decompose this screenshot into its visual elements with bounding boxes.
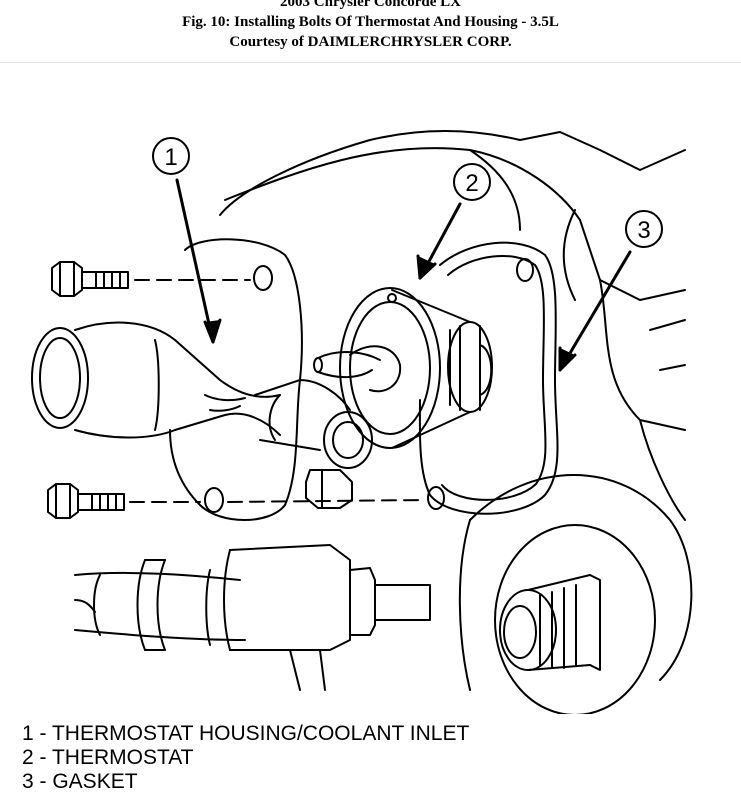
callout-1-number: 1	[164, 144, 177, 171]
callout-2-number: 2	[465, 170, 478, 197]
hose-connector	[74, 544, 431, 691]
gasket	[418, 241, 559, 515]
callout-arrow-3	[558, 250, 632, 372]
thermostat-housing	[31, 238, 373, 521]
courtesy-line: Courtesy of DAIMLERCHRYSLER CORP.	[229, 34, 512, 50]
callout-3: 3	[625, 210, 663, 248]
upper-bolt	[51, 261, 251, 297]
legend-item-3: 3 - GASKET	[22, 770, 138, 793]
callout-1: 1	[152, 137, 190, 175]
lower-bolt	[47, 483, 426, 519]
callout-arrow-2	[416, 202, 462, 280]
legend-item-1: 1 - THERMOSTAT HOUSING/COOLANT INLET	[22, 722, 470, 745]
callout-2: 2	[453, 163, 491, 201]
stud-nut	[305, 469, 353, 509]
parts-legend: 1 - THERMOSTAT HOUSING/COOLANT INLET 2 -…	[22, 722, 469, 794]
callout-3-number: 3	[637, 217, 650, 244]
document-header: 2003 Chrysler Concorde LX Fig. 10: Insta…	[0, 0, 741, 52]
callout-arrow-1	[175, 178, 222, 344]
pulley	[458, 474, 693, 714]
legend-item-2: 2 - THERMOSTAT	[22, 746, 194, 769]
engine-block	[219, 130, 686, 521]
figure-title: Fig. 10: Installing Bolts Of Thermostat …	[182, 14, 559, 30]
thermostat-diagram: 1 2 3	[31, 130, 693, 714]
header-divider	[0, 62, 741, 63]
thermostat	[313, 287, 493, 449]
vehicle-title: 2003 Chrysler Concorde LX	[280, 0, 461, 10]
